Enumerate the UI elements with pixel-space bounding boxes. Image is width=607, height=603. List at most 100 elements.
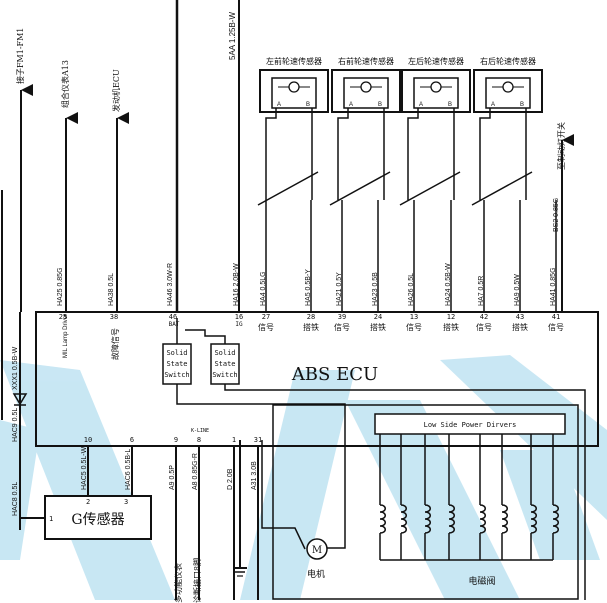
bottom-wire-label: A9 0.5P <box>169 465 176 490</box>
solenoid-coil <box>424 504 431 534</box>
solenoid-coil <box>400 504 407 534</box>
top-pin-number: 16 <box>235 313 243 321</box>
bottom-wire-label: A31 3.0B <box>251 461 258 490</box>
pin-bat-label: BAT <box>169 321 180 328</box>
solenoid-coil <box>379 504 386 534</box>
top-pin-signal: 搭铁 <box>443 322 459 332</box>
top-pin-number: 42 <box>480 313 488 321</box>
bottom-pin-number: 8 <box>197 436 201 444</box>
low-side-power-drivers <box>374 413 566 435</box>
top-wire-label: HA41 0.85G <box>550 267 557 306</box>
shield-line <box>471 171 533 206</box>
to-brake-switch-label: 至制动灯开关 <box>556 122 566 170</box>
g-pin-3: 3 <box>124 498 128 506</box>
top-wire-label: HA4 0.5LG <box>260 271 267 306</box>
to-diag-label: 诊断接口8脚 <box>192 558 202 603</box>
sensor-pin-a: A <box>491 102 495 108</box>
motor-symbol <box>306 538 328 560</box>
ground-symbol <box>233 440 247 577</box>
top-pin-signal: 信号 <box>476 322 492 332</box>
bs2-label: BS2 0.85G <box>553 198 560 232</box>
top-pin-number: 24 <box>374 313 382 321</box>
top-pin-number: 12 <box>447 313 455 321</box>
top-pin-signal: 搭铁 <box>303 322 319 332</box>
solid-state-switch-2: Solid State Switch <box>210 343 240 385</box>
ecu-box <box>35 311 599 447</box>
top-pin-number: 41 <box>552 313 560 321</box>
bottom-wire-label: A8 0.85G-R <box>192 453 199 490</box>
solenoid-coils <box>379 434 559 561</box>
to-dash-label: 多功能仪表 <box>173 563 183 603</box>
xxx-label: XXX1 0.5B-W <box>12 346 19 390</box>
top-wire-label: HA9 0.5W <box>514 274 521 306</box>
g-pin-2: 2 <box>86 498 90 506</box>
motor-label: 电机 <box>307 568 325 580</box>
solenoid-valve-block <box>272 404 579 600</box>
top-pin-number: 27 <box>262 313 270 321</box>
solenoid-coil <box>552 504 559 534</box>
top-wire-label: HA46 3.0W-R <box>167 263 174 306</box>
hac9-label: HAC9 0.5L <box>12 408 19 442</box>
top-wire-label: HA25 0.85G <box>57 267 64 306</box>
solenoid-coil <box>501 504 508 534</box>
to-engine-ecu-label: 发动机ECU <box>111 69 121 112</box>
top-wire-label: HA16 2.0B-W <box>233 263 240 306</box>
bottom-pin-number: 1 <box>232 436 236 444</box>
top-pin-number: 46 <box>169 313 177 321</box>
shield-line <box>257 171 319 206</box>
main-feed-label: 5AA 1.25B-W <box>228 12 237 60</box>
sensor-title: 右后轮速传感器 <box>480 56 536 66</box>
top-pin-signal: 搭铁 <box>370 322 386 332</box>
bottom-wire-label: HAC5 0.5L-W <box>81 446 88 490</box>
svg-text:State: State <box>214 360 235 368</box>
sensor-pin-b: B <box>306 102 310 108</box>
g-pin-1: 1 <box>49 515 53 523</box>
sensor-pin-a: A <box>277 102 281 108</box>
fault-signal-label: 故障信号 <box>110 328 120 360</box>
top-pin-number: 13 <box>410 313 418 321</box>
top-pin-signal: 信号 <box>334 322 350 332</box>
valve-label: 电磁阀 <box>468 575 495 587</box>
top-wire-label: HA24 0.5B-W <box>445 263 452 306</box>
sensor-title: 左后轮速传感器 <box>408 56 464 66</box>
top-pin-signal: 信号 <box>406 322 422 332</box>
top-pin-signal: 搭铁 <box>512 322 528 332</box>
top-wire-label: HA26 0.5L <box>408 273 415 306</box>
svg-text:M: M <box>312 545 322 556</box>
bottom-pin-number: 6 <box>130 436 134 444</box>
top-pin-number: 28 <box>307 313 315 321</box>
bottom-pin-number: 31 <box>254 436 262 444</box>
sensor-pin-a: A <box>349 102 353 108</box>
solid-state-switch-1: Solid State Switch <box>162 343 192 385</box>
pin-ig-label: IG <box>235 321 243 328</box>
solenoid-coil <box>448 504 455 534</box>
bottom-pin-number: 10 <box>84 436 92 444</box>
top-pin-number: 38 <box>110 313 118 321</box>
top-pin-number: 39 <box>338 313 346 321</box>
shield-line <box>329 171 391 206</box>
watermark <box>0 355 607 600</box>
top-pin-signal: 信号 <box>548 322 564 332</box>
solenoid-coil <box>479 504 486 534</box>
svg-text:Switch: Switch <box>212 371 237 379</box>
top-wire-label: HA21 0.5Y <box>336 272 343 306</box>
solenoid-coil <box>530 504 537 534</box>
top-wire-label: HA7 0.5R <box>478 276 485 306</box>
top-wire-label: HA38 0.5L <box>108 273 115 306</box>
sensor-pin-b: B <box>448 102 452 108</box>
svg-text:State: State <box>166 360 187 368</box>
top-pin-number: 43 <box>516 313 524 321</box>
diode-symbol <box>12 393 28 406</box>
top-pin-number: 25 <box>59 313 67 321</box>
svg-text:Solid: Solid <box>166 349 187 357</box>
kline-label: K-LINE <box>191 428 209 434</box>
top-pin-signal: 信号 <box>258 322 274 332</box>
bottom-pin-number: 9 <box>174 436 178 444</box>
